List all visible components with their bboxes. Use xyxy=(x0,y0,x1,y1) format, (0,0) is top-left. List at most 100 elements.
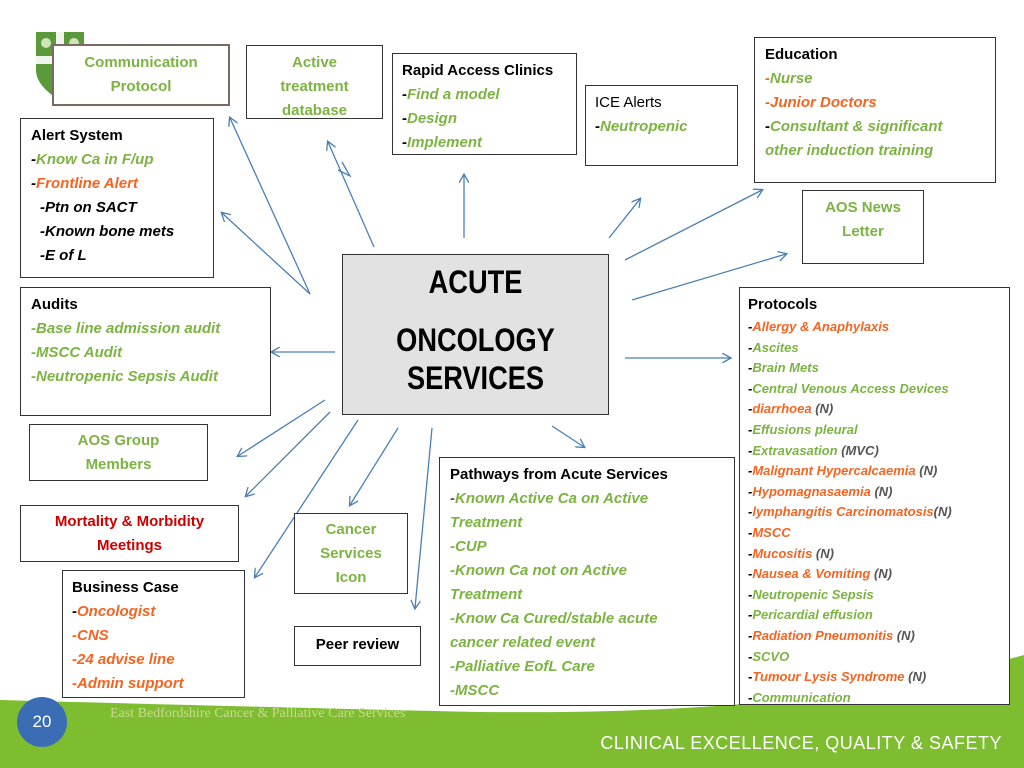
protocols-box: Protocols -Allergy & Anaphylaxis-Ascites… xyxy=(739,287,1010,705)
protocol-item-text: Ascites xyxy=(752,339,799,355)
active-treatment-line-1: Active xyxy=(291,54,338,71)
alert-system-item: Know Ca in F/up xyxy=(36,151,154,168)
cancer-services-line-2: Services xyxy=(320,545,382,562)
protocol-dash: - xyxy=(748,545,753,561)
arrow-aos-group xyxy=(238,399,326,456)
protocol-item-suffix: (N) xyxy=(870,483,893,499)
business-case-item: Admin support xyxy=(77,675,184,692)
communication-protocol-line-2: Protocol xyxy=(110,78,172,95)
protocol-item-text: Central Venous Access Devices xyxy=(752,380,949,396)
footer-tagline: CLINICAL EXCELLENCE, QUALITY & SAFETY xyxy=(600,733,1002,753)
mortality-line-2: Meetings xyxy=(96,537,162,554)
protocol-dash: - xyxy=(748,421,753,437)
pathways-item: Known Ca not on Active xyxy=(455,562,627,579)
audits-item: Neutropenic Sepsis Audit xyxy=(36,368,218,385)
rapid-access-box: Rapid Access Clinics -Find a model -Desi… xyxy=(392,53,577,155)
protocol-item: -Allergy & Anaphylaxis xyxy=(748,317,1009,338)
protocol-dash: - xyxy=(748,689,753,705)
communication-protocol-box: Communication Protocol xyxy=(52,44,230,106)
protocol-dash: - xyxy=(748,504,753,520)
protocol-item-text: Communication xyxy=(752,689,851,705)
aos-news-line-2: Letter xyxy=(842,223,884,240)
protocol-item: -Nausea & Vomiting (N) xyxy=(748,564,1009,585)
communication-protocol-line-1: Communication xyxy=(84,54,198,71)
protocol-dash: - xyxy=(748,648,753,664)
protocol-item: -Brain Mets xyxy=(748,358,1009,379)
protocol-item-text: Radiation Pneumonitis xyxy=(752,627,894,643)
protocol-dash: - xyxy=(748,442,753,458)
active-treatment-line-3: database xyxy=(281,102,348,119)
protocol-item: -Ascites xyxy=(748,338,1009,359)
protocol-dash: - xyxy=(748,607,753,623)
protocol-item-text: lymphangitis Carcinomatosis xyxy=(752,504,934,520)
alert-system-title: Alert System xyxy=(31,127,123,144)
arrow-peer-review xyxy=(415,427,433,608)
ice-alerts-box: ICE Alerts -Neutropenic xyxy=(585,85,738,166)
protocol-item-text: MSCC xyxy=(752,524,791,540)
protocol-item-text: Neutropenic Sepsis xyxy=(752,586,874,602)
ice-alerts-item: Neutropenic xyxy=(600,118,688,135)
protocol-item-text: Extravasation xyxy=(752,442,838,458)
cancer-services-line-3: Icon xyxy=(335,569,367,586)
education-item: Consultant & significant xyxy=(770,118,943,135)
active-treatment-line-2: treatment xyxy=(280,78,349,95)
alert-system-box: Alert System -Know Ca in F/up -Frontline… xyxy=(20,118,214,278)
arrow-active-treatment xyxy=(328,142,375,248)
center-title-line-2: ONCOLOGY xyxy=(396,322,555,358)
protocol-item: -Hypomagnasaemia (N) xyxy=(748,482,1009,503)
audits-item: MSCC Audit xyxy=(36,344,123,361)
aos-group-box: AOS Group Members xyxy=(29,424,208,481)
protocol-dash: - xyxy=(748,586,753,602)
mortality-line-1: Mortality & Morbidity xyxy=(54,513,205,530)
protocol-dash: - xyxy=(748,483,753,499)
business-case-box: Business Case -Oncologist -CNS -24 advis… xyxy=(62,570,245,698)
protocol-item-suffix: (N) xyxy=(870,566,892,582)
protocol-item: -Mucositis (N) xyxy=(748,544,1009,565)
protocol-item: -MSCC xyxy=(748,523,1009,544)
cancer-services-line-1: Cancer xyxy=(325,521,377,538)
protocol-item: -Extravasation (MVC) xyxy=(748,441,1009,462)
active-treatment-box: Active treatment database xyxy=(246,45,383,119)
business-case-item: -24 advise line xyxy=(72,651,175,668)
arrow-communication-protocol xyxy=(230,118,311,295)
rapid-access-item: Design xyxy=(407,110,458,127)
protocol-dash: - xyxy=(748,566,753,582)
alert-system-item: -Known bone mets xyxy=(40,223,175,240)
protocol-item-suffix: (N) xyxy=(904,669,927,685)
protocol-item-suffix: (N) xyxy=(812,545,834,561)
education-item: Nurse xyxy=(770,70,813,87)
protocol-dash: - xyxy=(748,463,753,479)
protocol-item: -Central Venous Access Devices xyxy=(748,379,1009,400)
protocol-item-suffix: (N) xyxy=(933,504,952,520)
protocol-item-text: Brain Mets xyxy=(752,360,819,376)
alert-system-item: Frontline Alert xyxy=(36,175,138,192)
protocol-item-text: Nausea & Vomiting xyxy=(752,566,871,582)
protocol-item: -Pericardial effusion xyxy=(748,605,1009,626)
aos-group-line-2: Members xyxy=(85,456,152,473)
arrow-small-hook xyxy=(337,161,352,178)
acute-oncology-services-box: ACUTE ONCOLOGY SERVICES xyxy=(342,254,609,415)
protocols-title: Protocols xyxy=(748,296,818,313)
mortality-box: Mortality & Morbidity Meetings xyxy=(20,505,239,562)
education-box: Education -Nurse -Junior Doctors -Consul… xyxy=(754,37,996,183)
education-item: other induction training xyxy=(765,142,934,159)
protocol-item-text: Effusions pleural xyxy=(752,421,858,437)
protocol-item: -Tumour Lysis Syndrome (N) xyxy=(748,667,1009,688)
protocol-item-text: SCVO xyxy=(752,648,790,664)
alert-system-item: -E of L xyxy=(40,247,87,264)
audits-item: Base line admission audit xyxy=(36,320,221,337)
audits-title: Audits xyxy=(31,296,78,313)
pathways-box: Pathways from Acute Services -Known Acti… xyxy=(439,457,735,706)
protocol-dash: - xyxy=(748,524,753,540)
education-title: Education xyxy=(765,46,838,63)
pathways-item: Treatment xyxy=(450,514,523,531)
protocol-dash: - xyxy=(748,360,753,376)
arrow-mortality xyxy=(246,411,331,496)
business-case-item: CNS xyxy=(77,627,109,644)
protocol-dash: - xyxy=(748,380,753,396)
protocol-item: -SCVO xyxy=(748,647,1009,668)
peer-review-box: Peer review xyxy=(294,626,421,666)
peer-review-label: Peer review xyxy=(315,636,400,653)
